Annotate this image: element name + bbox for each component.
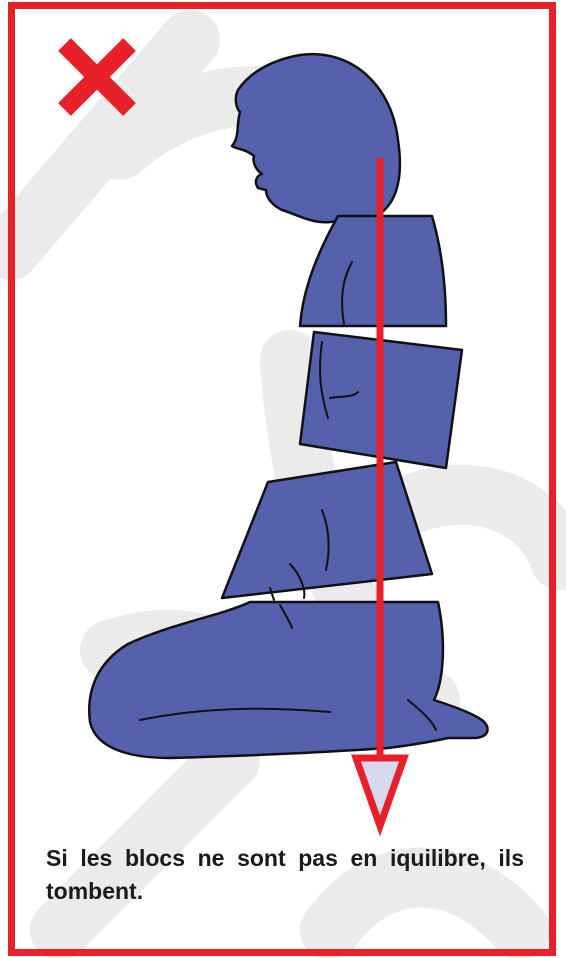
chest-block bbox=[300, 216, 446, 326]
head-block bbox=[232, 54, 400, 222]
legs-block bbox=[89, 602, 487, 758]
caption-text: Si les blocs ne sont pas en iquilibre, i… bbox=[46, 842, 524, 909]
